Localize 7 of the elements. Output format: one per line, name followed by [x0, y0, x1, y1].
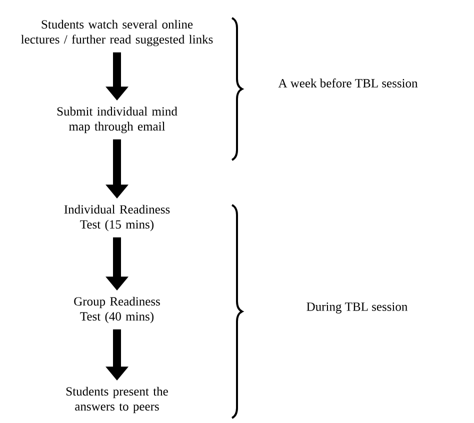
phase-label: During TBL session [306, 302, 408, 314]
phase-label: A week before TBL session [278, 78, 418, 88]
step-text: Group Readiness Test (40 mins) [74, 296, 160, 324]
step-text: Individual Readiness Test (15 mins) [64, 204, 170, 232]
step-text: Submit individual mind map through email [57, 106, 178, 134]
step-text: Students present the answers to peers [66, 386, 168, 414]
step-text: Students watch several online lectures / further read suggested links [21, 20, 213, 46]
